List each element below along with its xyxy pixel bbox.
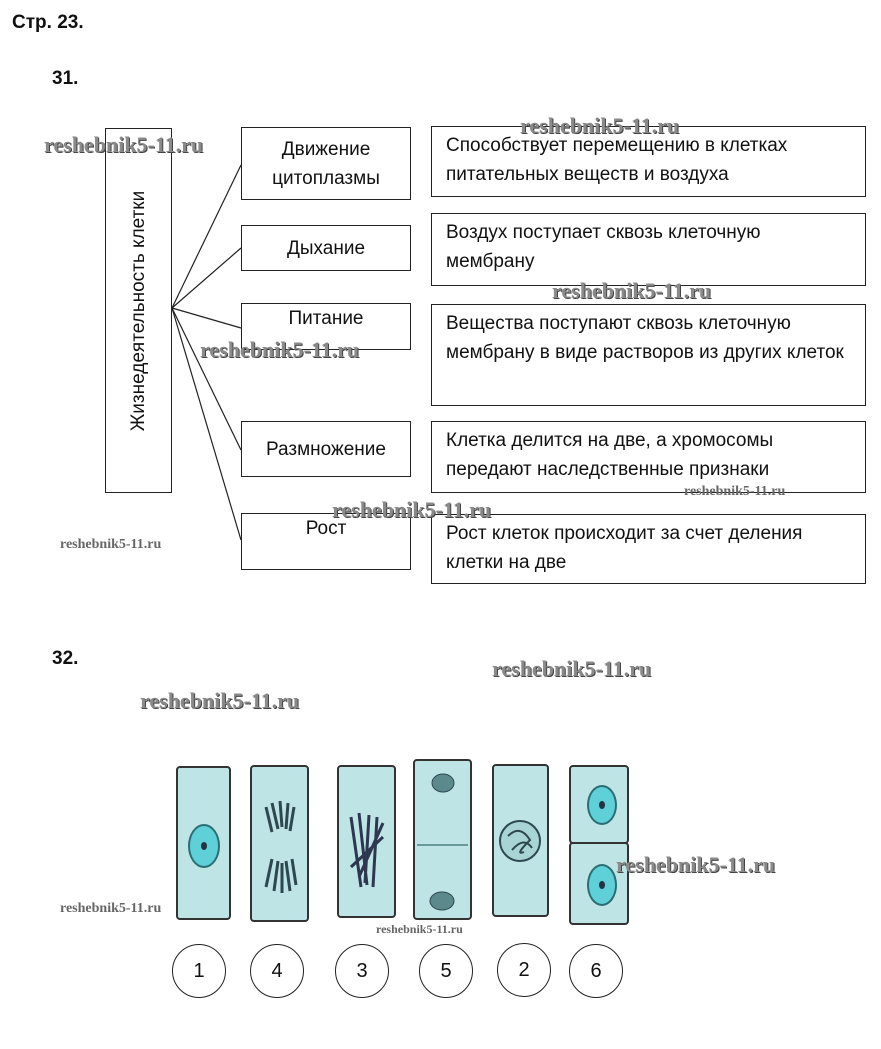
watermark: reshebnik5-11.ru [376,922,463,936]
connector-line [171,164,242,309]
chromosomes-icon [349,812,385,888]
process-box: Движение цитоплазмы [241,127,411,200]
connector-lines [171,164,242,541]
watermark: reshebnik5-11.ru [60,901,162,916]
process-box: Размножение [241,421,411,477]
cell-anaphase [250,765,309,922]
chromosomes-icon [417,773,468,911]
connector-line [171,307,242,451]
watermark: reshebnik5-11.ru [44,132,204,157]
watermark: reshebnik5-11.ru [616,852,776,877]
root-box: Жизнедеятельность клетки [105,128,172,493]
process-box: Дыхание [241,225,411,271]
connector-line [171,247,242,309]
process-label: Дыхание [286,237,366,259]
chromosomes-icon [499,820,541,862]
watermark: reshebnik5-11.ru [140,688,300,713]
daughter-cell [569,765,629,844]
order-circle: 6 [569,944,623,998]
description-box: Вещества поступают сквозь клеточную мемб… [431,304,866,406]
description-box: Рост клеток происходит за счет деления к… [431,514,866,584]
description-box: Воздух поступает сквозь клеточную мембра… [431,213,866,286]
cell-prophase [492,764,549,917]
description-box: Способствует перемещению в клетках питат… [431,126,866,197]
connector-line [171,307,242,541]
watermark: reshebnik5-11.ru [492,656,652,681]
daughter-cell [569,842,629,925]
process-label: Движение цитоплазмы [272,138,380,189]
watermark: reshebnik5-11.ru [684,484,786,499]
process-box: Питание [241,303,411,350]
process-label: Рост [305,518,347,539]
connector-line [171,307,242,329]
page-title: Стр. 23. [12,12,84,33]
order-circle: 3 [335,944,389,998]
watermark: reshebnik5-11.ru [60,537,162,552]
watermark: reshebnik5-11.ru [332,497,492,522]
cell-metaphase [337,765,396,918]
watermark: reshebnik5-11.ru [520,113,680,138]
chromosomes-icon [264,800,298,893]
order-circle: 1 [172,944,226,998]
process-label: Питание [288,308,364,329]
order-circle: 2 [497,943,551,997]
order-circle: 4 [250,944,304,998]
cell-interphase [176,766,231,920]
description-box: Клетка делится на две, а хромосомы перед… [431,421,866,493]
root-label: Жизнедеятельность клетки [127,190,149,431]
cell-telophase [413,759,472,920]
task-31-number: 31. [52,68,79,89]
process-label: Размножение [266,438,386,460]
watermark: reshebnik5-11.ru [200,337,360,362]
order-circle: 5 [419,944,473,998]
watermark: reshebnik5-11.ru [552,278,712,303]
process-box: Рост [241,513,411,570]
task-32-number: 32. [52,648,79,669]
